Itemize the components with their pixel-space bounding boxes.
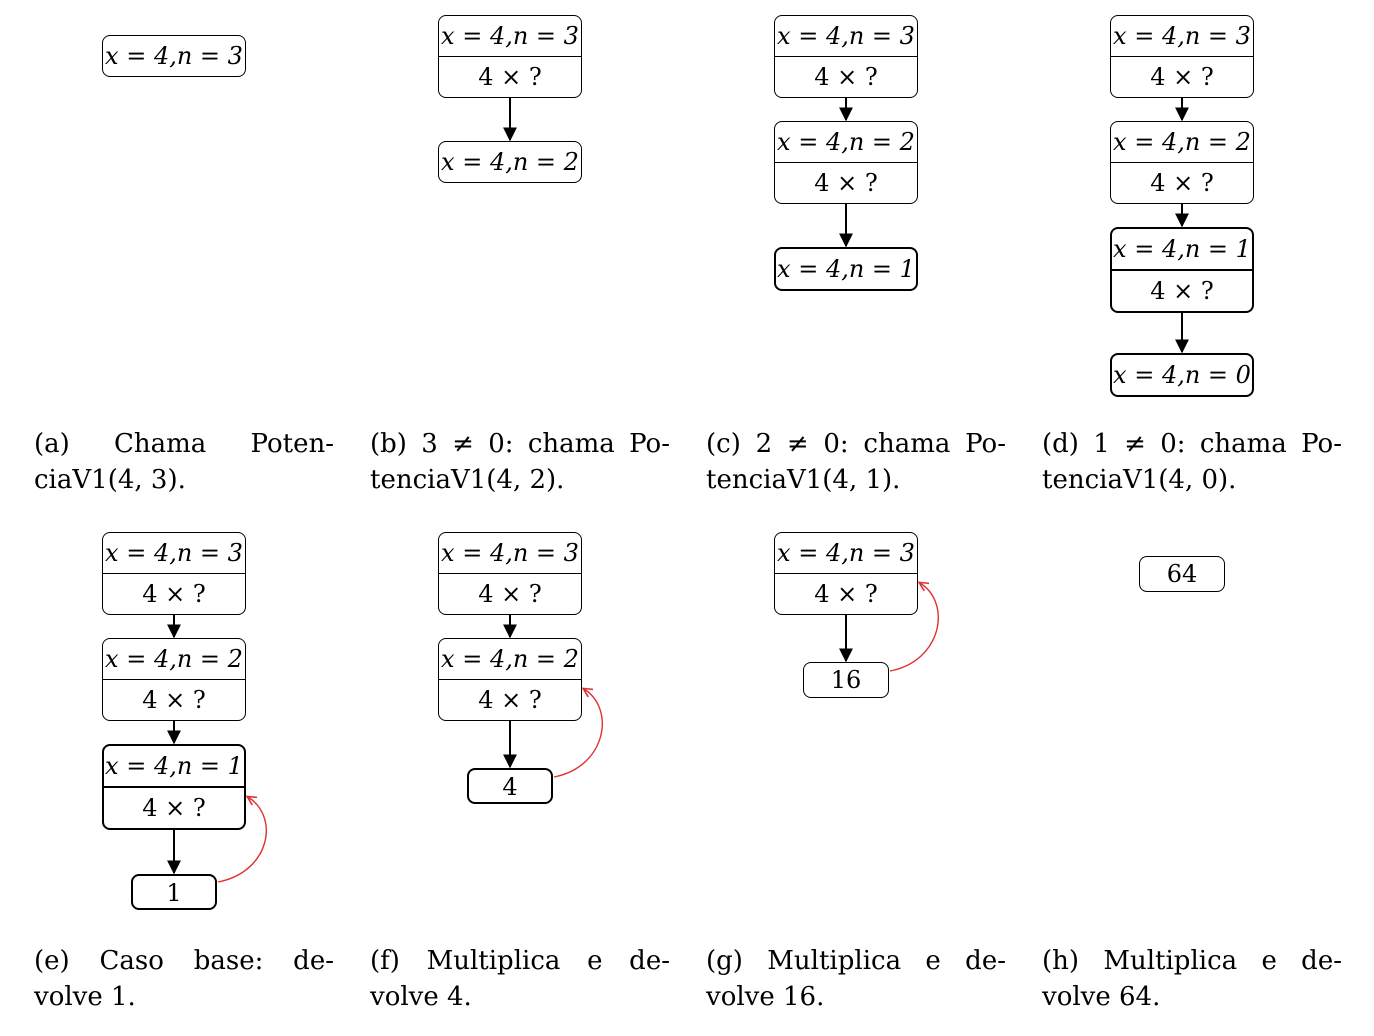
frame-box-n0: x = 4,n = 0: [1110, 353, 1254, 397]
return-arrow: [217, 797, 267, 883]
frame-label: x = 4,n = 2: [441, 645, 579, 673]
frame-label: x = 4,n = 3: [777, 539, 915, 567]
frame-box-n3: x = 4,n = 3 4 × ?: [774, 15, 918, 98]
frame-expr: 4 × ?: [103, 573, 245, 614]
arrows-b: [503, 97, 517, 142]
frame-expr: 4 × ?: [439, 573, 581, 614]
frame-label: x = 4,n = 3: [441, 22, 579, 50]
return-value-box: 1: [131, 874, 217, 910]
frame-expr: 4 × ?: [439, 679, 581, 720]
frame-box-n2: x = 4,n = 2 4 × ?: [774, 121, 918, 204]
frame-box-n3: x = 4,n = 3 4 × ?: [774, 532, 918, 615]
frame-box-n3: x = 4,n = 3: [102, 35, 246, 77]
arrows-e: [167, 614, 267, 883]
frame-label: x = 4,n = 2: [441, 148, 579, 176]
frame-label: x = 4,n = 3: [1113, 22, 1251, 50]
frame-expr: 4 × ?: [439, 56, 581, 97]
frame-box-n1: x = 4,n = 1 4 × ?: [102, 744, 246, 830]
caption-c: (c) 2 ≠ 0: chama Po- tenciaV1(4, 1).: [706, 429, 1006, 495]
frame-expr: 4 × ?: [104, 786, 244, 828]
arrows-d: [1175, 97, 1189, 354]
caption-e: (e) Caso base: de- volve 1.: [34, 946, 334, 1012]
frame-box-n2: x = 4,n = 2 4 × ?: [438, 638, 582, 721]
return-arrow: [553, 689, 603, 778]
frame-expr: 4 × ?: [1111, 56, 1253, 97]
frame-expr: 4 × ?: [775, 573, 917, 614]
frame-label: x = 4,n = 1: [1113, 235, 1251, 263]
frame-label: x = 4,n = 2: [777, 128, 915, 156]
frame-label: x = 4,n = 1: [777, 255, 915, 283]
frame-box-n2: x = 4,n = 2: [438, 141, 582, 183]
frame-expr: 4 × ?: [103, 679, 245, 720]
caption-f: (f) Multiplica e de- volve 4.: [370, 946, 670, 1012]
return-value-box: 64: [1139, 556, 1225, 592]
frame-label: x = 4,n = 3: [105, 42, 243, 70]
caption-h: (h) Multiplica e de- volve 64.: [1042, 946, 1342, 1012]
frame-box-n2: x = 4,n = 2 4 × ?: [1110, 121, 1254, 204]
arrows-c: [839, 97, 853, 248]
frame-label: x = 4,n = 3: [777, 22, 915, 50]
return-arrow: [889, 583, 939, 672]
frame-expr: 4 × ?: [1112, 269, 1252, 311]
frame-box-n2: x = 4,n = 2 4 × ?: [102, 638, 246, 721]
frame-box-n3: x = 4,n = 3 4 × ?: [1110, 15, 1254, 98]
frame-label: x = 4,n = 2: [1113, 128, 1251, 156]
arrows-g: [839, 517, 939, 672]
frame-expr: 4 × ?: [775, 162, 917, 203]
frame-expr: 4 × ?: [775, 56, 917, 97]
frame-label: x = 4,n = 1: [105, 752, 243, 780]
frame-box-n3: x = 4,n = 3 4 × ?: [102, 532, 246, 615]
arrows-f: [503, 614, 603, 778]
caption-g: (g) Multiplica e de- volve 16.: [706, 946, 1006, 1012]
frame-expr: 4 × ?: [1111, 162, 1253, 203]
frame-label: x = 4,n = 3: [441, 539, 579, 567]
caption-b: (b) 3 ≠ 0: chama Po- tenciaV1(4, 2).: [370, 429, 670, 495]
caption-d: (d) 1 ≠ 0: chama Po- tenciaV1(4, 0).: [1042, 429, 1342, 495]
return-value-box: 16: [803, 662, 889, 698]
frame-label: x = 4,n = 0: [1113, 361, 1251, 389]
return-value-box: 4: [467, 768, 553, 804]
frame-box-n3: x = 4,n = 3 4 × ?: [438, 15, 582, 98]
frame-box-n1: x = 4,n = 1: [774, 247, 918, 291]
frame-box-n1: x = 4,n = 1 4 × ?: [1110, 227, 1254, 313]
frame-label: x = 4,n = 3: [105, 539, 243, 567]
frame-label: x = 4,n = 2: [105, 645, 243, 673]
caption-a: (a) Chama Poten- ciaV1(4, 3).: [34, 429, 334, 495]
frame-box-n3: x = 4,n = 3 4 × ?: [438, 532, 582, 615]
